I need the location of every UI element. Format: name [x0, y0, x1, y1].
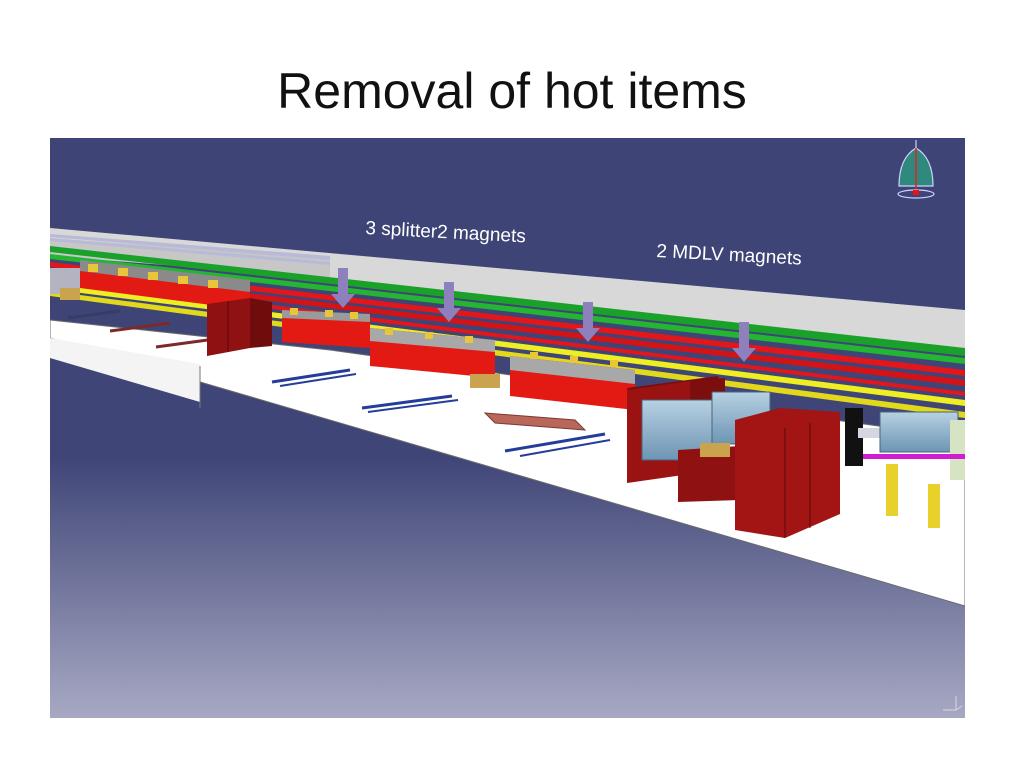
axis-triad-icon	[943, 696, 963, 711]
slide-title: Removal of hot items	[277, 63, 747, 119]
splitter2-magnets	[282, 308, 635, 410]
arrow-mdlv-1	[732, 322, 756, 362]
shield-block-left	[207, 298, 272, 356]
beamline-left-section	[50, 260, 250, 310]
floor-rails	[67, 309, 611, 457]
service-pipes	[50, 234, 965, 418]
mdlv-section	[627, 376, 965, 538]
beamline-cad-render: 3 splitter2 magnets 2 MDLV magnets	[50, 138, 965, 718]
arrow-splitter-3	[576, 302, 600, 342]
arrow-splitter-1	[331, 268, 355, 308]
floor-plate	[483, 412, 587, 431]
magnet-arrows	[331, 268, 756, 362]
compass-icon	[897, 140, 935, 199]
cad-render-canvas	[50, 138, 965, 718]
arrow-splitter-2	[437, 282, 461, 322]
